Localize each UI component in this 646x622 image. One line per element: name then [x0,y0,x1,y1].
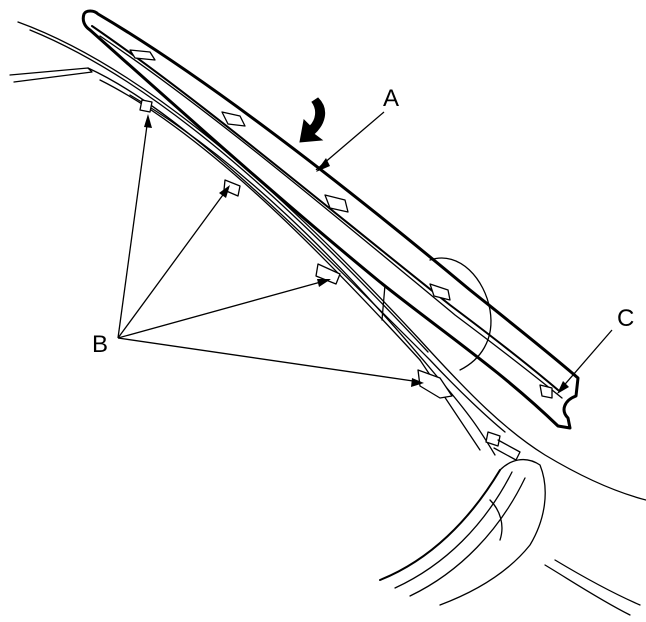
callout-a: A [383,85,399,112]
windshield-molding [81,9,580,430]
leader-lines [117,111,613,394]
callout-c: C [617,305,634,332]
callout-b: B [92,331,108,358]
edge-trim-clips [139,99,521,461]
body-outline [9,21,646,501]
direction-arrow-icon [299,97,326,143]
pillar-frame [379,257,641,616]
